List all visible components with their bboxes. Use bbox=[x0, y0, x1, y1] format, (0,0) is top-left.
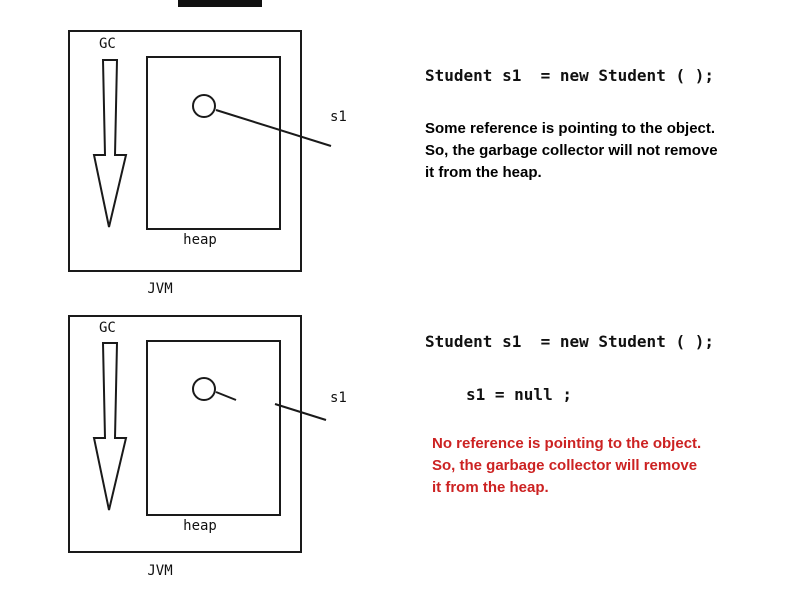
gc-arrow-shape bbox=[92, 59, 128, 228]
code-line-bottom-1: Student s1 = new Student ( ); bbox=[425, 332, 714, 351]
jvm-box-top bbox=[68, 30, 302, 272]
gc-label-bottom: GC bbox=[99, 320, 116, 336]
note-text-bottom: No reference is pointing to the object. … bbox=[432, 435, 702, 496]
heap-box-bottom bbox=[146, 340, 281, 516]
s1-label-top: s1 bbox=[330, 109, 347, 125]
heap-label-top: heap bbox=[183, 232, 217, 248]
object-circle-top bbox=[192, 94, 216, 118]
s1-label-bottom: s1 bbox=[330, 390, 347, 406]
heap-label-bottom: heap bbox=[183, 518, 217, 534]
note-text-top: Some reference is pointing to the object… bbox=[425, 120, 718, 181]
jvm-box-bottom bbox=[68, 315, 302, 553]
object-circle-bottom bbox=[192, 377, 216, 401]
code-line-bottom-2: s1 = null ; bbox=[466, 385, 572, 404]
gc-arrow-top bbox=[92, 59, 128, 228]
top-black-bar bbox=[178, 0, 262, 7]
gc-arrow-shape bbox=[92, 342, 128, 511]
heap-box-top bbox=[146, 56, 281, 230]
gc-label-top: GC bbox=[99, 36, 116, 52]
code-line-top: Student s1 = new Student ( ); bbox=[425, 66, 714, 85]
jvm-label-bottom: JVM bbox=[147, 563, 173, 579]
gc-arrow-bottom bbox=[92, 342, 128, 511]
jvm-label-top: JVM bbox=[147, 281, 173, 297]
